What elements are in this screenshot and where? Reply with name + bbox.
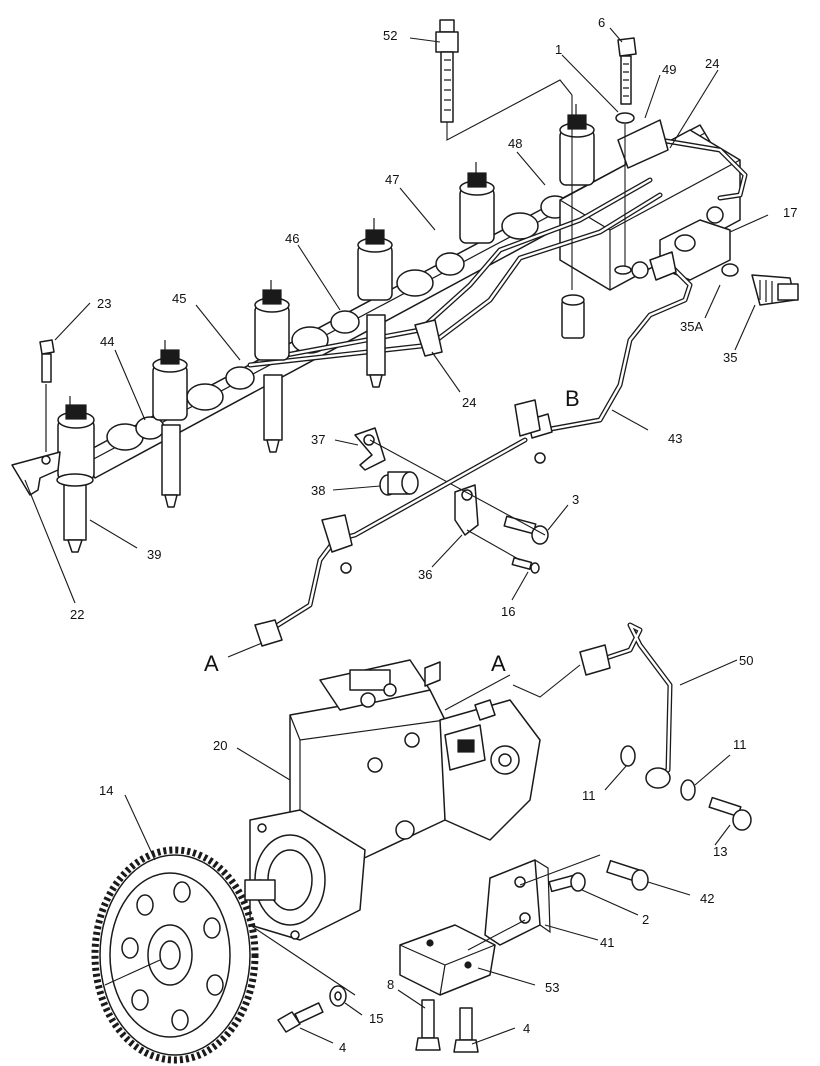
injector-2 [152, 340, 188, 508]
bracket-22 [11, 451, 61, 496]
screw-16 [511, 557, 540, 574]
bolt-42 [606, 859, 649, 891]
alignment-line-36 [466, 529, 521, 561]
callout-50: 50 [739, 653, 753, 668]
bolt-8 [415, 999, 441, 1051]
callout-22: 22 [70, 607, 84, 622]
spacer-b [561, 294, 585, 339]
callout-3: 3 [572, 492, 579, 507]
washers-11 [620, 745, 696, 801]
callout-a-tube: A [204, 651, 219, 676]
fuel-injectors [56, 104, 595, 553]
callout-49: 49 [662, 62, 676, 77]
callout-47: 47 [385, 172, 399, 187]
callout-44: 44 [100, 334, 114, 349]
bracket-53 [399, 924, 496, 996]
callout-45: 45 [172, 291, 186, 306]
callout-8: 8 [387, 977, 394, 992]
injector-3 [254, 280, 290, 453]
callout-24-rail: 24 [462, 395, 476, 410]
callout-35: 35 [723, 350, 737, 365]
callout-2: 2 [642, 912, 649, 927]
callout-11-right: 11 [733, 737, 747, 752]
callout-23: 23 [97, 296, 111, 311]
tube-a-upper [254, 399, 546, 647]
callout-14: 14 [99, 783, 113, 798]
alignment-line-37 [369, 439, 546, 536]
alignment-line-53 [467, 919, 526, 951]
callout-4-bracket: 4 [523, 1021, 530, 1036]
callout-15: 15 [369, 1011, 383, 1026]
callout-43: 43 [668, 431, 682, 446]
callout-35A: 35A [680, 319, 703, 334]
callout-53: 53 [545, 980, 559, 995]
callout-36: 36 [418, 567, 432, 582]
fuel-manifold [79, 124, 741, 479]
sleeve-38 [379, 471, 419, 496]
callout-48: 48 [508, 136, 522, 151]
callout-52: 52 [383, 28, 397, 43]
callout-13: 13 [713, 844, 727, 859]
callout-46: 46 [285, 231, 299, 246]
rail-clamps [414, 119, 669, 357]
bolt-13 [708, 796, 752, 831]
leader-lines [24, 27, 769, 1045]
callout-42: 42 [700, 891, 714, 906]
alignment-line-41 [519, 854, 601, 886]
bracket-37 [354, 427, 386, 471]
injector-6 [559, 104, 595, 186]
injection-pump-20 [244, 659, 541, 941]
injector-4 [357, 218, 393, 388]
callout-11-left: 11 [582, 788, 596, 803]
callout-39: 39 [147, 547, 161, 562]
callout-16: 16 [501, 604, 515, 619]
injector-1 [56, 396, 95, 553]
bolt-3 [503, 515, 549, 545]
callout-17: 17 [783, 205, 797, 220]
callout-1: 1 [555, 42, 562, 57]
callout-4-gear: 4 [339, 1040, 346, 1055]
callout-b: B [565, 386, 580, 411]
callout-a-pump: A [491, 651, 506, 676]
bolt-2 [548, 872, 586, 893]
callout-41: 41 [600, 935, 614, 950]
bolt-4-gear [277, 1002, 324, 1033]
bolt-52 [435, 19, 573, 290]
bolt-4-bracket [453, 1007, 479, 1053]
tube-43 [527, 251, 693, 439]
fuel-lines [247, 137, 748, 368]
callout-6: 6 [598, 15, 605, 30]
callout-38: 38 [311, 483, 325, 498]
washer-15 [329, 985, 347, 1007]
bracket-41 [484, 859, 551, 946]
bracket-36 [454, 484, 479, 536]
gear-14 [91, 846, 259, 1064]
bolt-6 [614, 37, 637, 275]
callout-37: 37 [311, 432, 325, 447]
bolt-23 [39, 339, 55, 452]
callout-labels: 52 6 1 49 24 17 48 47 46 45 44 23 35A 35… [70, 15, 797, 1055]
callout-24-top: 24 [705, 56, 719, 71]
injector-5 [459, 162, 495, 244]
alignment-line-gear [249, 924, 356, 996]
tube-50 [579, 622, 673, 789]
callout-20: 20 [213, 738, 227, 753]
sensor-35 [721, 263, 799, 306]
